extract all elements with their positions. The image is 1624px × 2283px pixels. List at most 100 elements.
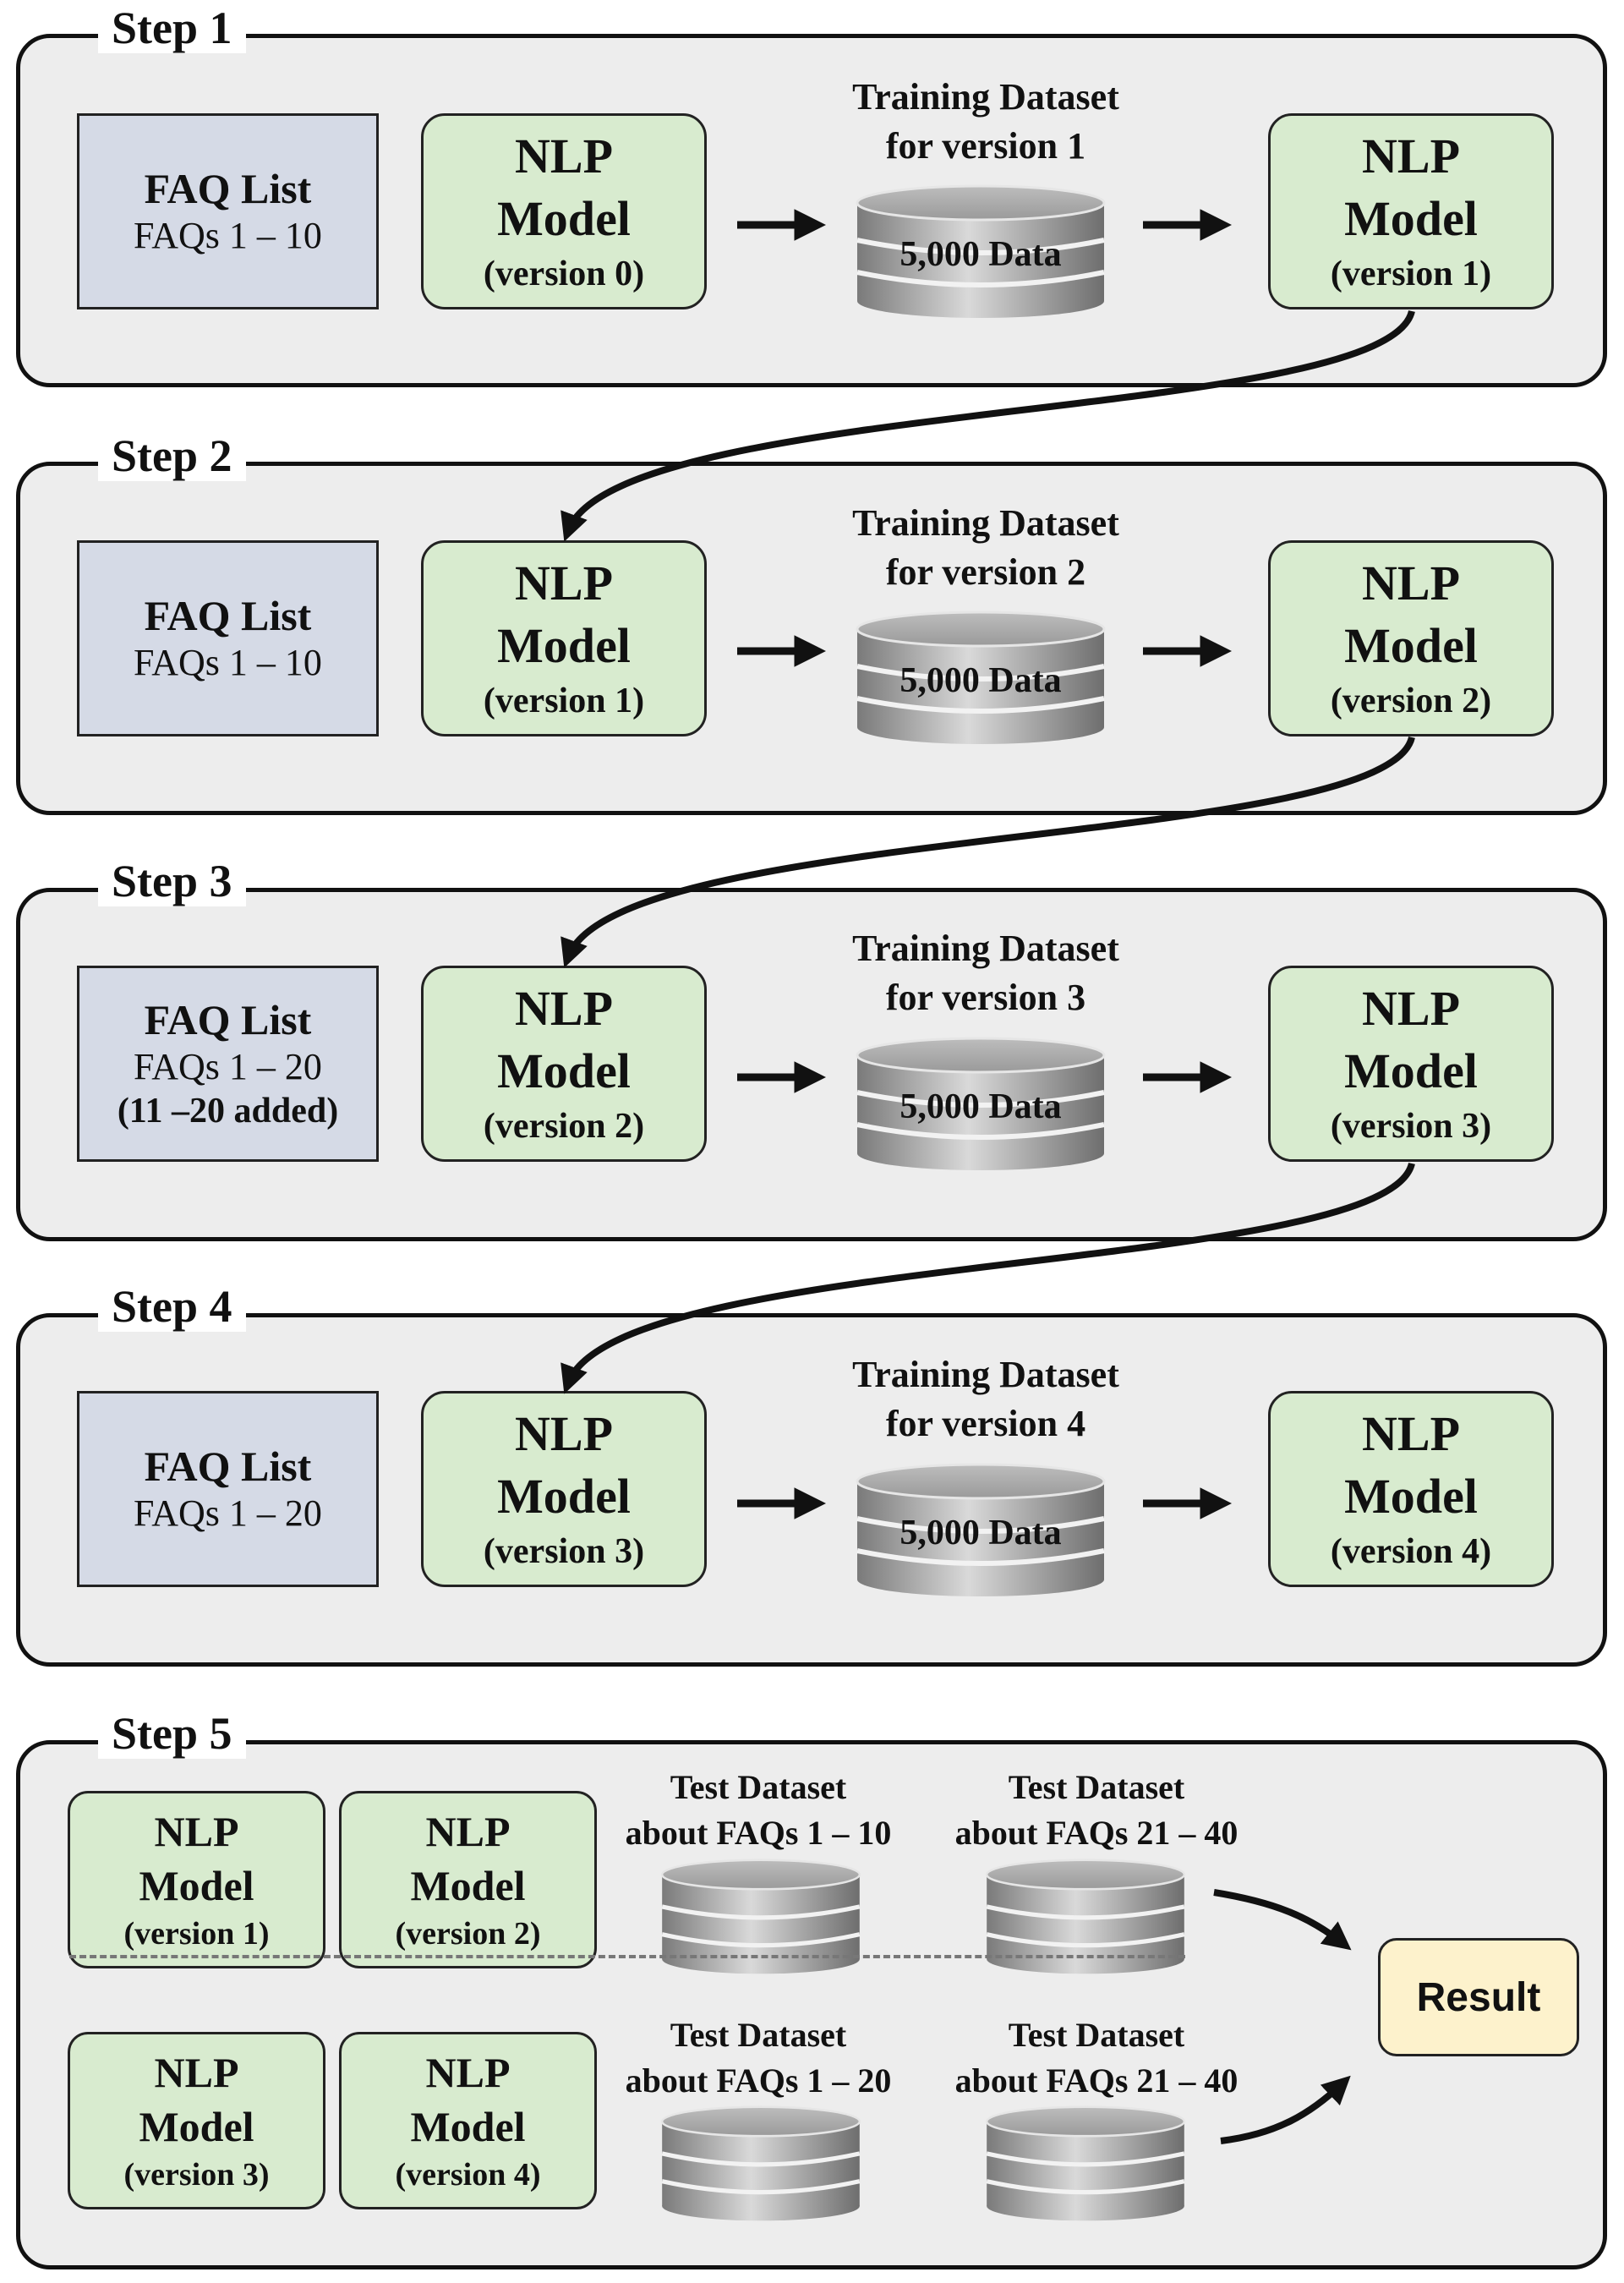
model-label-model: Model [497,1469,631,1524]
model-label-model: Model [1344,1469,1478,1524]
test-title-line2: about FAQs 21 – 40 [954,1814,1239,1852]
model-label-model: Model [1344,618,1478,673]
model-version: (version 0) [483,255,645,293]
step4-title: Step 4 [98,1281,246,1332]
step4-dataset-title: Training Dataset for version 4 [800,1350,1172,1448]
step5-model-version3: NLP Model (version 3) [68,2032,325,2209]
step1-output-model: NLP Model (version 1) [1268,113,1554,309]
model-label-model: Model [410,2103,526,2150]
model-label-nlp: NLP [1362,556,1460,610]
model-label-nlp: NLP [154,2049,239,2096]
faq-range: FAQs 1 – 10 [134,642,322,683]
faq-list-title: FAQ List [144,1443,312,1490]
step-transition-arrow-icon [560,1162,1415,1394]
step5-model-version4: NLP Model (version 4) [339,2032,597,2209]
step1-dataset-title: Training Dataset for version 1 [800,73,1172,171]
model-version: (version 2) [483,1107,645,1146]
result-box: Result [1378,1938,1579,2056]
test-title-line1: Test Dataset [1008,2016,1185,2054]
step1-dataset-cylinder-icon: 5,000 Data [854,184,1107,320]
step2-faq-list: FAQ List FAQs 1 – 10 [77,540,379,736]
model-version: (version 3) [123,2157,270,2193]
arrow-to-result-icon [1213,1889,1352,1951]
model-label-model: Model [139,1862,254,1909]
model-label-model: Model [410,1862,526,1909]
model-version: (version 4) [395,2157,541,2193]
model-label-model: Model [497,191,631,246]
step5-model-version2: NLP Model (version 2) [339,1791,597,1968]
step3-dataset-cylinder-icon: 5,000 Data [854,1037,1107,1172]
faq-list-title: FAQ List [144,996,312,1043]
model-label-model: Model [139,2103,254,2150]
test-title-line2: about FAQs 1 – 20 [625,2061,892,2100]
step5-test-dataset-3-title: Test Dataset about FAQs 1 – 20 [585,2012,932,2104]
group-divider [69,1955,1185,1958]
model-label-nlp: NLP [1362,1406,1460,1461]
model-label-model: Model [497,618,631,673]
step5-test-dataset-4-title: Test Dataset about FAQs 21 – 40 [923,2012,1270,2104]
step1-faq-list: FAQ List FAQs 1 – 10 [77,113,379,309]
model-version: (version 2) [395,1916,541,1952]
step1-input-model: NLP Model (version 0) [421,113,707,309]
step2-title: Step 2 [98,430,246,481]
dataset-title-line1: Training Dataset [852,502,1119,544]
test-title-line2: about FAQs 21 – 40 [954,2061,1239,2100]
step5-test-dataset-2-title: Test Dataset about FAQs 21 – 40 [923,1765,1270,1856]
model-label-nlp: NLP [425,2049,511,2096]
model-label-model: Model [1344,191,1478,246]
model-label-model: Model [1344,1043,1478,1098]
faq-note: (11 –20 added) [117,1092,339,1131]
model-version: (version 1) [123,1916,270,1952]
faq-range: FAQs 1 – 10 [134,215,322,256]
model-label-nlp: NLP [515,981,613,1036]
step4-faq-list: FAQ List FAQs 1 – 20 [77,1391,379,1587]
model-label-nlp: NLP [1362,981,1460,1036]
model-label-nlp: NLP [425,1808,511,1855]
faq-range: FAQs 1 – 20 [134,1046,322,1087]
dataset-title-line2: for version 3 [885,977,1086,1018]
step2-output-model: NLP Model (version 2) [1268,540,1554,736]
test-title-line2: about FAQs 1 – 10 [625,1814,892,1852]
step5-title: Step 5 [98,1708,246,1759]
faq-range: FAQs 1 – 20 [134,1492,322,1534]
dataset-title-line1: Training Dataset [852,928,1119,969]
step5-model-version1: NLP Model (version 1) [68,1791,325,1968]
step5-test-dataset-1-title: Test Dataset about FAQs 1 – 10 [585,1765,932,1856]
model-label-nlp: NLP [515,129,613,183]
dataset-title-line1: Training Dataset [852,1354,1119,1395]
model-version: (version 3) [1330,1107,1492,1146]
step1-title: Step 1 [98,3,246,53]
step3-faq-list: FAQ List FAQs 1 – 20 (11 –20 added) [77,966,379,1162]
test-title-line1: Test Dataset [670,1768,847,1806]
model-version: (version 3) [483,1532,645,1571]
dataset-label: 5,000 Data [899,661,1061,700]
dataset-label: 5,000 Data [899,1514,1061,1552]
faq-list-title: FAQ List [144,592,312,639]
dataset-title-line1: Training Dataset [852,76,1119,118]
model-label-nlp: NLP [154,1808,239,1855]
dataset-title-line2: for version 1 [885,125,1086,167]
arrow-to-result-icon [1220,2075,1351,2144]
dataset-title-line2: for version 4 [885,1403,1086,1444]
step4-output-model: NLP Model (version 4) [1268,1391,1554,1587]
step2-input-model: NLP Model (version 1) [421,540,707,736]
model-label-nlp: NLP [515,1406,613,1461]
dataset-label: 5,000 Data [899,1087,1061,1126]
step4-dataset-cylinder-icon: 5,000 Data [854,1463,1107,1598]
model-label-nlp: NLP [515,556,613,610]
step-transition-arrow-icon [560,309,1415,542]
model-version: (version 2) [1330,682,1492,720]
step3-dataset-title: Training Dataset for version 3 [800,924,1172,1022]
model-version: (version 4) [1330,1532,1492,1571]
step3-output-model: NLP Model (version 3) [1268,966,1554,1162]
dataset-label: 5,000 Data [899,235,1061,274]
step-transition-arrow-icon [560,736,1415,968]
dataset-title-line2: for version 2 [885,551,1086,593]
step3-title: Step 3 [98,856,246,906]
model-version: (version 1) [483,682,645,720]
faq-list-title: FAQ List [144,165,312,212]
test-title-line1: Test Dataset [670,2016,847,2054]
step3-input-model: NLP Model (version 2) [421,966,707,1162]
test-title-line1: Test Dataset [1008,1768,1185,1806]
